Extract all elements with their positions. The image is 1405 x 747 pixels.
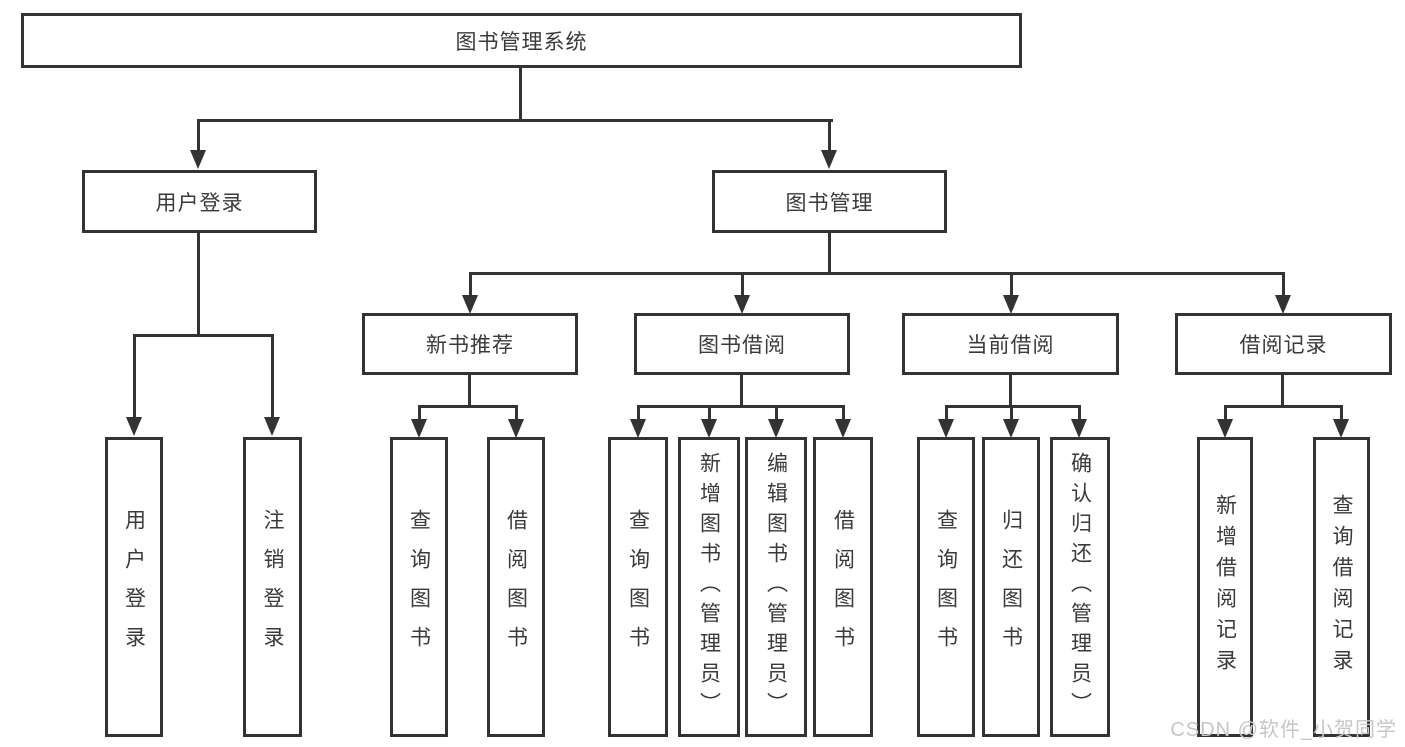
leaf-bookborrow-edit-admin-label: 编辑图书（管理员） xyxy=(764,452,788,722)
node-user-login-label: 用户登录 xyxy=(155,191,244,215)
leaf-newbook-query: 查询图书 xyxy=(390,437,448,737)
node-borrow-record: 借阅记录 xyxy=(1175,313,1392,375)
connector-drop-bookborrow-leaf2 xyxy=(708,405,711,421)
connector-newbook-trunk xyxy=(468,375,471,408)
connector-currentborrow-split xyxy=(945,405,1081,408)
leaf-currentborrow-confirm-admin: 确认归还（管理员） xyxy=(1050,437,1110,737)
node-new-book-recommend: 新书推荐 xyxy=(362,313,578,375)
connector-drop-current-borrow xyxy=(1010,272,1013,297)
connector-drop-bookborrow-leaf3 xyxy=(775,405,778,421)
leaf-currentborrow-return: 归还图书 xyxy=(982,437,1040,737)
connector-root-trunk xyxy=(519,68,522,122)
leaf-borrowrecord-query-label: 查询借阅记录 xyxy=(1330,494,1353,680)
arrow-down-book-borrow xyxy=(734,295,750,314)
leaf-borrowrecord-add: 新增借阅记录 xyxy=(1197,437,1253,737)
leaf-currentborrow-query: 查询图书 xyxy=(917,437,975,737)
arrow-down-newbook-leaf1 xyxy=(411,419,427,438)
connector-root-split xyxy=(197,119,833,122)
leaf-borrowrecord-query: 查询借阅记录 xyxy=(1313,437,1370,737)
node-current-borrow: 当前借阅 xyxy=(902,313,1119,375)
leaf-logout: 注销登录 xyxy=(243,437,302,737)
node-book-management-label: 图书管理 xyxy=(785,191,874,215)
leaf-newbook-query-label: 查询图书 xyxy=(407,509,431,665)
connector-drop-logout-leaf xyxy=(271,334,274,418)
connector-drop-new-book xyxy=(469,272,472,297)
leaf-bookborrow-borrow-label: 借阅图书 xyxy=(831,509,855,665)
node-user-login: 用户登录 xyxy=(82,170,317,233)
node-borrow-record-label: 借阅记录 xyxy=(1239,334,1328,357)
connector-drop-borrowrecord-leaf2 xyxy=(1340,405,1343,421)
leaf-bookborrow-add-admin-label: 新增图书（管理员） xyxy=(697,452,721,722)
arrow-down-bookborrow-leaf3 xyxy=(768,419,784,438)
arrow-down-currentborrow-leaf2 xyxy=(1003,419,1019,438)
connector-bookmgmt-trunk xyxy=(828,233,831,275)
leaf-bookborrow-query-label: 查询图书 xyxy=(626,509,650,665)
arrow-down-bookborrow-leaf4 xyxy=(835,419,851,438)
connector-newbook-split xyxy=(418,405,518,408)
connector-bookborrow-trunk xyxy=(740,375,743,408)
arrow-down-borrowrecord-leaf2 xyxy=(1333,419,1349,438)
arrow-down-currentborrow-leaf1 xyxy=(938,419,954,438)
connector-drop-book-borrow xyxy=(741,272,744,297)
connector-userlogin-trunk xyxy=(197,233,200,337)
connector-borrowrecord-split xyxy=(1224,405,1343,408)
arrow-down-logout-leaf xyxy=(264,417,280,436)
connector-drop-newbook-leaf1 xyxy=(418,405,421,421)
arrow-down-login-leaf xyxy=(126,417,142,436)
connector-drop-currentborrow-leaf1 xyxy=(945,405,948,421)
arrow-down-currentborrow-leaf3 xyxy=(1071,419,1087,438)
csdn-watermark: CSDN @软件_小贺同学 xyxy=(1170,719,1397,741)
node-book-borrow-label: 图书借阅 xyxy=(698,334,786,357)
connector-userlogin-split xyxy=(133,334,274,337)
node-root-library-system: 图书管理系统 xyxy=(21,13,1022,68)
arrow-down-book-mgmt xyxy=(821,150,837,169)
connector-bookmgmt-split xyxy=(469,272,1285,275)
arrow-down-bookborrow-leaf2 xyxy=(701,419,717,438)
arrow-down-new-book xyxy=(462,295,478,314)
leaf-currentborrow-confirm-admin-label: 确认归还（管理员） xyxy=(1068,452,1092,722)
leaf-newbook-borrow-label: 借阅图书 xyxy=(504,509,528,665)
connector-drop-user-login xyxy=(197,119,200,154)
connector-drop-book-mgmt xyxy=(828,119,831,154)
leaf-bookborrow-add-admin: 新增图书（管理员） xyxy=(678,437,740,737)
leaf-currentborrow-return-label: 归还图书 xyxy=(999,509,1023,665)
leaf-bookborrow-query: 查询图书 xyxy=(608,437,668,737)
connector-bookborrow-split xyxy=(637,405,845,408)
node-current-borrow-label: 当前借阅 xyxy=(966,334,1055,357)
connector-currentborrow-trunk xyxy=(1009,375,1012,408)
node-root-label: 图书管理系统 xyxy=(455,30,588,54)
connector-drop-bookborrow-leaf1 xyxy=(637,405,640,421)
arrow-down-newbook-leaf2 xyxy=(508,419,524,438)
connector-borrowrecord-trunk xyxy=(1281,375,1284,408)
leaf-user-login-label: 用户登录 xyxy=(122,509,146,665)
arrow-down-borrow-record xyxy=(1275,295,1291,314)
leaf-newbook-borrow: 借阅图书 xyxy=(487,437,545,737)
connector-drop-borrowrecord-leaf1 xyxy=(1224,405,1227,421)
connector-drop-bookborrow-leaf4 xyxy=(842,405,845,421)
node-book-management: 图书管理 xyxy=(712,170,947,233)
arrow-down-current-borrow xyxy=(1003,295,1019,314)
leaf-currentborrow-query-label: 查询图书 xyxy=(934,509,958,665)
arrow-down-bookborrow-leaf1 xyxy=(630,419,646,438)
node-new-book-recommend-label: 新书推荐 xyxy=(426,334,514,357)
leaf-bookborrow-edit-admin: 编辑图书（管理员） xyxy=(745,437,807,737)
leaf-borrowrecord-add-label: 新增借阅记录 xyxy=(1213,494,1237,680)
arrow-down-borrowrecord-leaf1 xyxy=(1217,419,1233,438)
connector-drop-newbook-leaf2 xyxy=(515,405,518,421)
leaf-user-login: 用户登录 xyxy=(105,437,163,737)
connector-drop-currentborrow-leaf3 xyxy=(1078,405,1081,421)
node-book-borrow: 图书借阅 xyxy=(634,313,850,375)
arrow-down-user-login xyxy=(190,150,206,169)
connector-drop-borrow-record xyxy=(1282,272,1285,297)
leaf-logout-label: 注销登录 xyxy=(261,509,284,665)
leaf-bookborrow-borrow: 借阅图书 xyxy=(813,437,873,737)
connector-drop-login-leaf xyxy=(133,334,136,418)
connector-drop-currentborrow-leaf2 xyxy=(1010,405,1013,421)
